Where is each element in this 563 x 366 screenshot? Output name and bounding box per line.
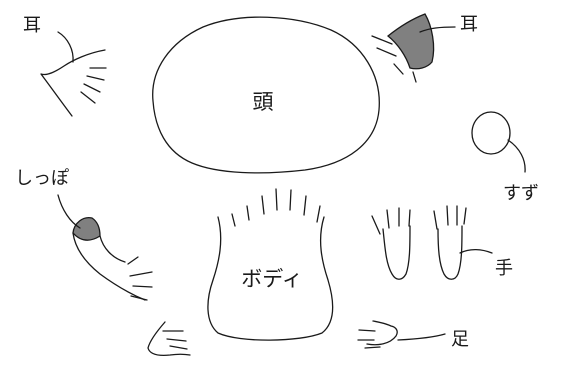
hand-label: 手 [495, 258, 513, 279]
bell-label: すず [503, 183, 539, 204]
right-foot-part [357, 320, 446, 349]
left-ear-label: 耳 [23, 15, 41, 36]
foot-label: 足 [451, 329, 469, 350]
body-label: ボディ [241, 267, 303, 291]
bell-part [471, 111, 526, 173]
left-foot-part [147, 321, 191, 356]
right-ear-label: 耳 [460, 14, 478, 35]
left-ear-part [40, 31, 107, 117]
head-label: 頭 [253, 90, 274, 114]
tail-label: しっぽ [15, 168, 69, 189]
tail-part [57, 194, 153, 301]
head-part [152, 16, 380, 174]
body-part [207, 188, 334, 341]
left-hand-part [371, 207, 411, 280]
right-ear-part [371, 13, 456, 83]
right-hand-part [433, 205, 493, 280]
